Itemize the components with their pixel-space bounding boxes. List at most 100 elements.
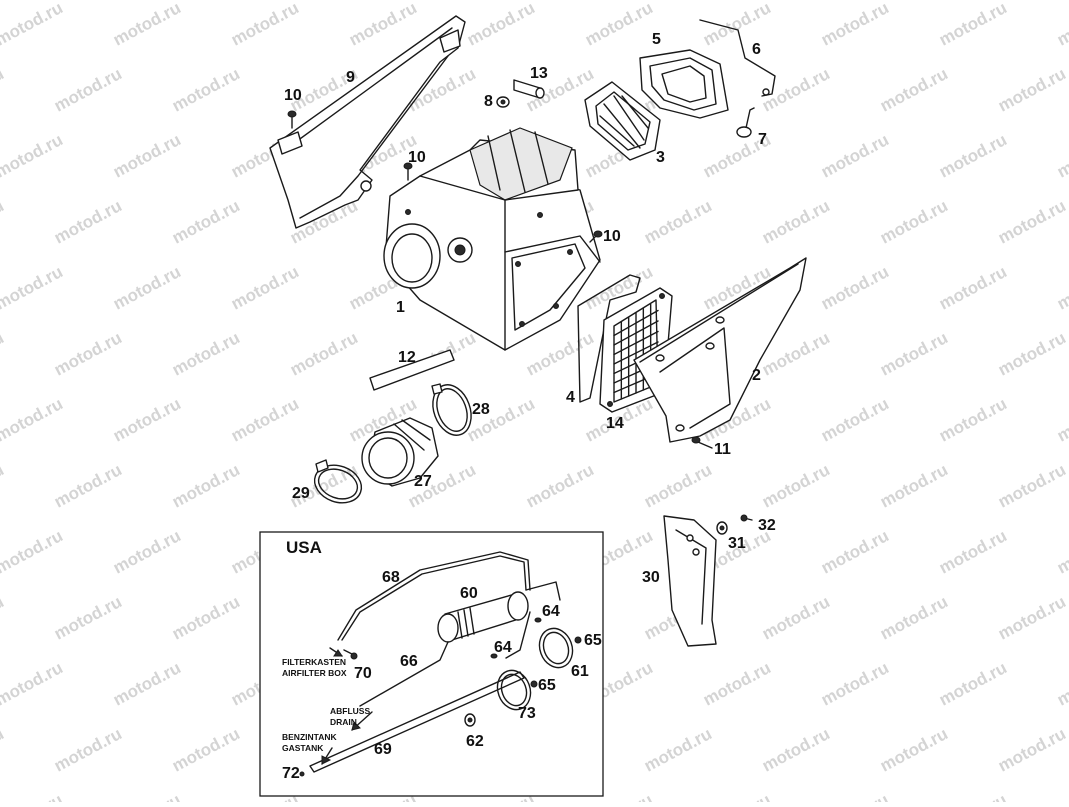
callout-69: 69 (374, 741, 392, 758)
watermark-text: motod.ru (995, 196, 1069, 247)
watermark-text: motod.ru (169, 460, 243, 511)
caption-filterkasten: FILTERKASTEN (282, 657, 346, 667)
part-73-clamp (496, 669, 532, 711)
watermark-text: motod.ru (1054, 130, 1069, 181)
usa-title: USA (286, 538, 322, 557)
watermark-text: motod.ru (110, 790, 184, 802)
part-72-nipple (299, 771, 305, 777)
watermark-text: motod.ru (1054, 262, 1069, 313)
callout-70: 70 (354, 665, 372, 682)
watermark-text: motod.ru (936, 526, 1010, 577)
watermark-text: motod.ru (700, 0, 774, 50)
watermark-text: motod.ru (464, 0, 538, 50)
watermark-text: motod.ru (700, 658, 774, 709)
watermark-text: motod.ru (0, 790, 66, 802)
watermark-text: motod.ru (0, 658, 66, 709)
part-60-canister (437, 591, 529, 643)
watermark-text: motod.ru (51, 460, 125, 511)
watermark-text: motod.ru (995, 460, 1069, 511)
callout-29: 29 (292, 485, 310, 502)
part-29-clamp (313, 459, 363, 504)
watermark-text: motod.ru (995, 724, 1069, 775)
callout-66: 66 (400, 653, 418, 670)
watermark-text: motod.ru (700, 790, 774, 802)
watermark-text: motod.ru (51, 328, 125, 379)
watermark-text: motod.ru (287, 328, 361, 379)
part-9-left-cover (269, 15, 466, 229)
watermark-text: motod.ru (228, 262, 302, 313)
part-30-mudflap (663, 515, 717, 647)
part-66-hose (359, 641, 449, 707)
watermark-text: motod.ru (995, 328, 1069, 379)
part-65-screw-a (574, 636, 582, 644)
watermark-text: motod.ru (641, 460, 715, 511)
callout-68: 68 (382, 569, 400, 586)
watermark-text: motod.ru (0, 130, 66, 181)
watermark-text: motod.ru (995, 64, 1069, 115)
watermark-text: motod.ru (0, 328, 7, 379)
part-2-right-cover (633, 257, 807, 443)
caption-gastank: GASTANK (282, 743, 324, 753)
part-68-hose (337, 551, 531, 641)
watermark-text: motod.ru (1054, 790, 1069, 802)
watermark-text: motod.ru (936, 0, 1010, 50)
watermark-text: motod.ru (759, 196, 833, 247)
callout-12: 12 (398, 349, 416, 366)
part-7-screw (736, 107, 755, 138)
callout-32: 32 (758, 517, 776, 534)
part-62-fitting (464, 713, 476, 727)
watermark-text: motod.ru (995, 592, 1069, 643)
callout-4: 4 (566, 389, 575, 406)
callout-61: 61 (571, 663, 589, 680)
watermark-text: motod.ru (818, 0, 892, 50)
watermark-text: motod.ru (169, 592, 243, 643)
caption-airfilter-box: AIRFILTER BOX (282, 668, 347, 678)
watermark-text: motod.ru (759, 592, 833, 643)
part-65-screw-b (530, 680, 538, 688)
watermark-text: motod.ru (0, 460, 7, 511)
watermark-text: motod.ru (1054, 526, 1069, 577)
watermark-text: motod.ru (1054, 394, 1069, 445)
part-1-airbox (383, 127, 601, 351)
watermark-text: motod.ru (0, 262, 66, 313)
watermark-text: motod.ru (818, 526, 892, 577)
callout-10-c: 10 (603, 228, 621, 245)
callout-27: 27 (414, 473, 432, 490)
callout-8: 8 (484, 93, 493, 110)
callout-64-a: 64 (542, 603, 560, 620)
watermark-text: motod.ru (818, 262, 892, 313)
callout-73: 73 (518, 705, 536, 722)
watermark-text: motod.ru (51, 64, 125, 115)
watermark-text: motod.ru (0, 196, 7, 247)
watermark-text: motod.ru (1054, 658, 1069, 709)
part-70-fitting (343, 649, 353, 655)
part-10-screws (287, 110, 603, 243)
watermark-text: motod.ru (346, 0, 420, 50)
callout-1: 1 (396, 299, 405, 316)
part-31-washer (716, 521, 728, 535)
watermark-text: motod.ru (0, 64, 7, 115)
callout-62: 62 (466, 733, 484, 750)
watermark-text: motod.ru (877, 592, 951, 643)
part-13-tube (513, 79, 545, 99)
callout-65-a: 65 (584, 632, 602, 649)
watermark-text: motod.ru (877, 328, 951, 379)
watermark-text: motod.ru (936, 790, 1010, 802)
watermark-text: motod.ru (759, 460, 833, 511)
part-61-clamp (538, 627, 574, 669)
watermark-text: motod.ru (228, 394, 302, 445)
watermark-text: motod.ru (110, 658, 184, 709)
watermark-text: motod.ru (818, 394, 892, 445)
watermark-text: motod.ru (110, 526, 184, 577)
caption-drain: DRAIN (330, 717, 357, 727)
part-11-screw (691, 436, 713, 449)
watermark-text: motod.ru (936, 394, 1010, 445)
callout-11: 11 (714, 441, 731, 458)
part-4-gasket (577, 274, 641, 403)
callout-9: 9 (346, 69, 355, 86)
watermark-text: motod.ru (523, 328, 597, 379)
watermark-text: motod.ru (0, 724, 7, 775)
callout-10-b: 10 (408, 149, 426, 166)
